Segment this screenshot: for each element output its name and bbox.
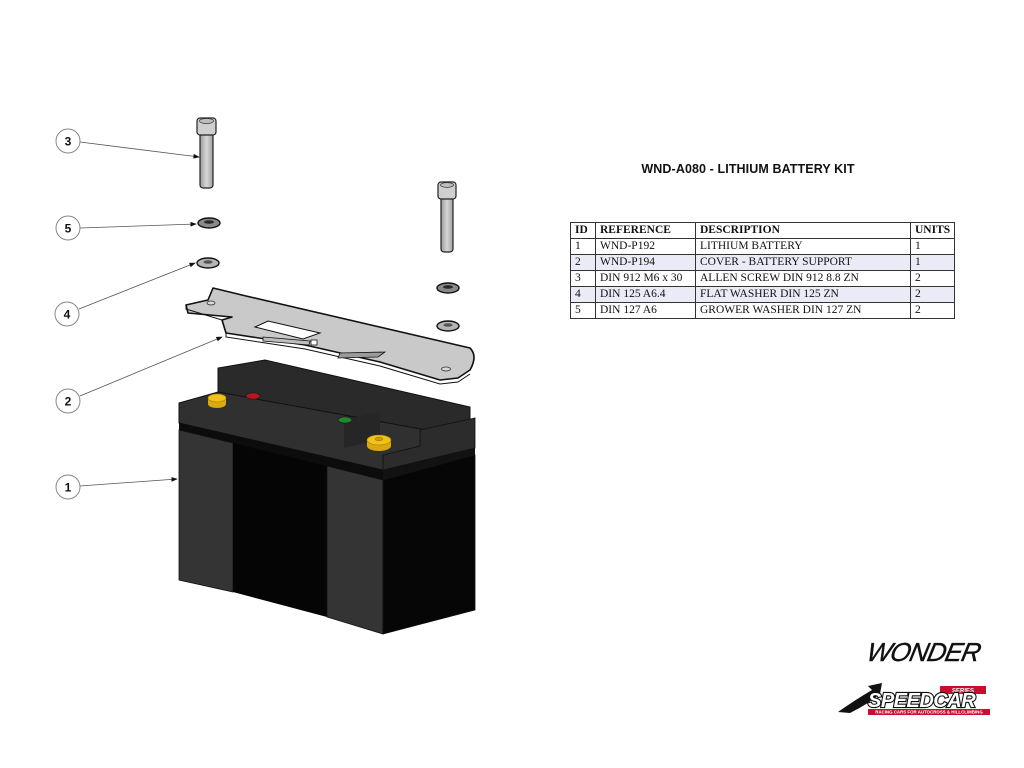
cell-units: 1: [909, 254, 956, 271]
drawing-title: WND-A080 - LITHIUM BATTERY KIT: [641, 162, 855, 176]
svg-text:3: 3: [65, 135, 72, 149]
callout-3: 3: [55, 128, 81, 154]
table-row: 3 DIN 912 M6 x 30 ALLEN SCREW DIN 912 8.…: [570, 270, 956, 287]
lithium-battery: [178, 359, 476, 635]
cell-description: COVER - BATTERY SUPPORT: [695, 254, 911, 271]
cell-id: 4: [570, 286, 596, 303]
table-row: 1 WND-P192 LITHIUM BATTERY 1: [570, 238, 956, 255]
cell-reference: WND-P194: [595, 254, 696, 271]
grower-washer-right: [436, 282, 460, 294]
svg-text:2: 2: [65, 395, 72, 409]
cell-description: LITHIUM BATTERY: [695, 238, 911, 255]
callout-5: 5: [55, 215, 81, 241]
flat-washer-right: [436, 320, 460, 332]
cell-id: 5: [570, 302, 596, 319]
green-indicator-icon: [337, 416, 353, 424]
header-reference: REFERENCE: [595, 222, 696, 239]
svg-text:5: 5: [65, 222, 72, 236]
table-row: 4 DIN 125 A6.4 FLAT WASHER DIN 125 ZN 2: [570, 286, 956, 303]
wonder-logo: WONDER: [864, 637, 984, 667]
callout-2: 2: [55, 388, 81, 414]
cell-reference: DIN 127 A6: [595, 302, 696, 319]
cell-id: 2: [570, 254, 596, 271]
svg-text:RACING CARS FOR AUTOCROSS & HI: RACING CARS FOR AUTOCROSS & HILLCLIMBING: [875, 710, 983, 715]
allen-screw-left: [196, 117, 217, 189]
flat-washer-left: [196, 257, 220, 269]
grower-washer-left: [197, 217, 221, 229]
cell-reference: WND-P192: [595, 238, 696, 255]
cell-units: 1: [909, 238, 956, 255]
cover-battery-support: [185, 287, 475, 385]
cell-description: FLAT WASHER DIN 125 ZN: [695, 286, 911, 303]
callout-1: 1: [55, 474, 81, 500]
svg-text:1: 1: [65, 481, 72, 495]
terminal-right: [366, 434, 392, 451]
cell-units: 2: [909, 270, 956, 287]
allen-screw-right: [437, 181, 457, 253]
header-description: DESCRIPTION: [695, 222, 911, 239]
table-header-row: ID REFERENCE DESCRIPTION UNITS: [570, 222, 956, 239]
svg-text:WONDER: WONDER: [864, 637, 984, 667]
svg-text:4: 4: [64, 308, 71, 322]
red-indicator-icon: [245, 392, 261, 400]
header-units: UNITS: [909, 222, 956, 239]
callout-4: 4: [54, 301, 80, 327]
cell-reference: DIN 912 M6 x 30: [595, 270, 696, 287]
bill-of-materials-table: ID REFERENCE DESCRIPTION UNITS 1 WND-P19…: [570, 222, 956, 319]
cell-units: 2: [909, 286, 956, 303]
cell-description: GROWER WASHER DIN 127 ZN: [695, 302, 911, 319]
cell-id: 1: [570, 238, 596, 255]
terminal-left: [207, 393, 227, 408]
cell-reference: DIN 125 A6.4: [595, 286, 696, 303]
table-row: 5 DIN 127 A6 GROWER WASHER DIN 127 ZN 2: [570, 302, 956, 319]
header-id: ID: [570, 222, 596, 239]
svg-text:SERIES: SERIES: [952, 689, 974, 695]
cell-id: 3: [570, 270, 596, 287]
cell-description: ALLEN SCREW DIN 912 8.8 ZN: [695, 270, 911, 287]
table-row: 2 WND-P194 COVER - BATTERY SUPPORT 1: [570, 254, 956, 271]
cell-units: 2: [909, 302, 956, 319]
speedcar-logo: SERIES SPEEDCAR RACING CARS FOR AUTOCROS…: [838, 683, 990, 715]
